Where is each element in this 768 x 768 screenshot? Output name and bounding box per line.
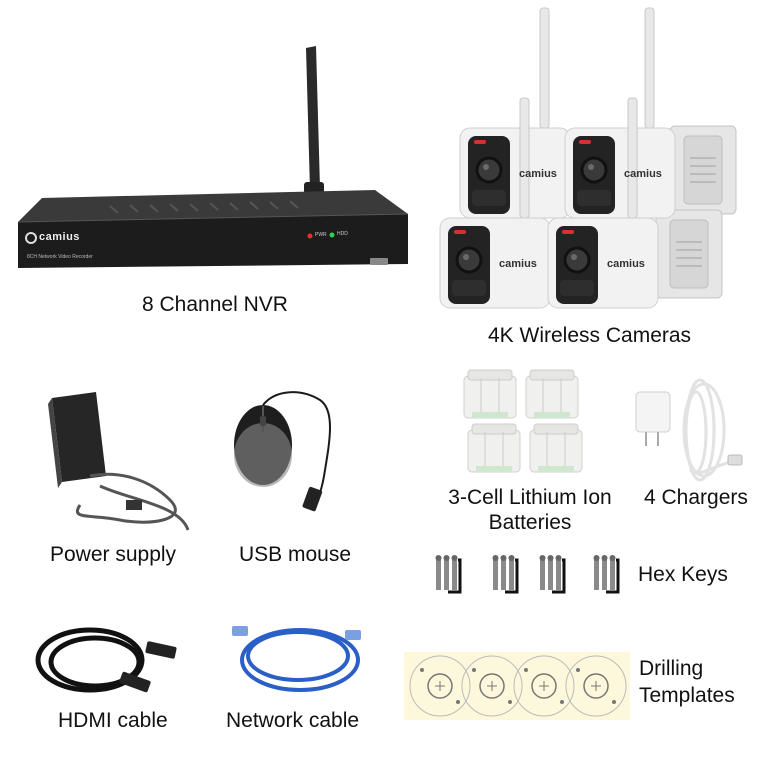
nvr-brand-text: camius (39, 231, 80, 243)
camera-brand-text: camius (519, 168, 557, 180)
batteries-label-line1: 3-Cell Lithium Ion (448, 486, 612, 509)
nvr-led-hdd-text: HDD (337, 231, 348, 237)
batteries-label-line2: Batteries (488, 511, 572, 534)
hdmi-label: HDMI cable (58, 709, 168, 732)
camera-brand-text: camius (499, 258, 537, 270)
power-supply-label: Power supply (50, 543, 177, 566)
chargers-label: 4 Chargers (644, 486, 748, 509)
camera-brand-text: camius (624, 168, 662, 180)
cameras-label: 4K Wireless Cameras (488, 324, 692, 347)
camera-brand-text: camius (607, 258, 645, 270)
network-cable-label: Network cable (226, 709, 360, 732)
nvr-label: 8 Channel NVR (142, 293, 288, 316)
templates-label-line1: Drilling (639, 657, 704, 680)
nvr-model-text: 8CH Network Video Recorder (27, 254, 93, 260)
hex-keys-label: Hex Keys (638, 563, 728, 586)
nvr-led-pwr-text: PWR (315, 232, 327, 238)
usb-mouse-label: USB mouse (239, 543, 352, 566)
templates-label-line2: Templates (639, 684, 735, 707)
